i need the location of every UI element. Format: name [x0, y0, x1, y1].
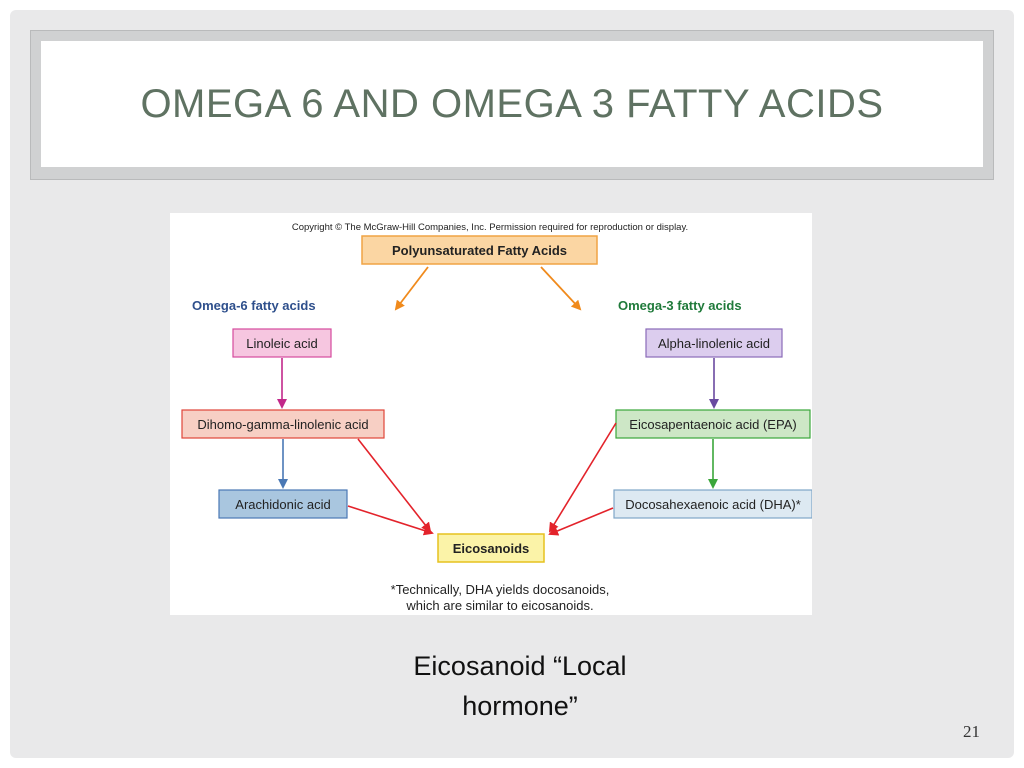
- omega3-heading: Omega-3 fatty acids: [618, 298, 742, 313]
- footnote-line-2: which are similar to eicosanoids.: [405, 598, 593, 613]
- node-label: Dihomo-gamma-linolenic acid: [197, 417, 368, 432]
- node-linoleic-acid: Linoleic acid: [232, 328, 332, 358]
- node-dha: Docosahexaenoic acid (DHA)*: [613, 489, 812, 519]
- node-label: Linoleic acid: [246, 336, 318, 351]
- fatty-acid-diagram: Copyright © The McGraw-Hill Companies, I…: [170, 213, 812, 615]
- page-number: 21: [963, 722, 980, 741]
- node-arachidonic-acid: Arachidonic acid: [218, 489, 348, 519]
- slide-title: OMEGA 6 AND OMEGA 3 FATTY ACIDS: [140, 81, 884, 126]
- slide-caption: Eicosanoid “Local hormone”: [350, 646, 690, 726]
- node-alpha-linolenic-acid: Alpha-linolenic acid: [645, 328, 783, 358]
- arrow-epa-eicosanoids: [548, 422, 617, 533]
- node-label: Docosahexaenoic acid (DHA)*: [625, 497, 801, 512]
- title-frame: OMEGA 6 AND OMEGA 3 FATTY ACIDS: [30, 30, 994, 180]
- node-label: Arachidonic acid: [235, 497, 330, 512]
- arrow-root-omega3: [540, 266, 582, 311]
- arrow-root-omega6: [394, 266, 429, 311]
- node-eicosanoids: Eicosanoids: [437, 533, 545, 563]
- slide: OMEGA 6 AND OMEGA 3 FATTY ACIDS: [10, 10, 1014, 758]
- node-epa: Eicosapentaenoic acid (EPA): [615, 409, 811, 439]
- node-dihomo-gamma-linolenic-acid: Dihomo-gamma-linolenic acid: [181, 409, 385, 439]
- node-label: Polyunsaturated Fatty Acids: [392, 243, 567, 258]
- arrow-dha-eicosanoids: [548, 507, 614, 536]
- caption-line-1: Eicosanoid “Local: [413, 651, 627, 681]
- title-box: OMEGA 6 AND OMEGA 3 FATTY ACIDS: [41, 41, 983, 167]
- diagram-canvas: Copyright © The McGraw-Hill Companies, I…: [181, 222, 812, 613]
- node-label: Eicosanoids: [453, 541, 530, 556]
- caption-line-2: hormone”: [462, 691, 578, 721]
- node-label: Eicosapentaenoic acid (EPA): [629, 417, 796, 432]
- arrow-dihomo-eicosanoids: [357, 438, 432, 533]
- copyright-notice: Copyright © The McGraw-Hill Companies, I…: [292, 222, 688, 233]
- node-polyunsaturated: Polyunsaturated Fatty Acids: [361, 235, 598, 265]
- node-label: Alpha-linolenic acid: [658, 336, 770, 351]
- arrow-arachidonic-eicosanoids: [347, 505, 434, 536]
- omega6-heading: Omega-6 fatty acids: [192, 298, 316, 313]
- footnote-line-1: *Technically, DHA yields docosanoids,: [391, 582, 610, 597]
